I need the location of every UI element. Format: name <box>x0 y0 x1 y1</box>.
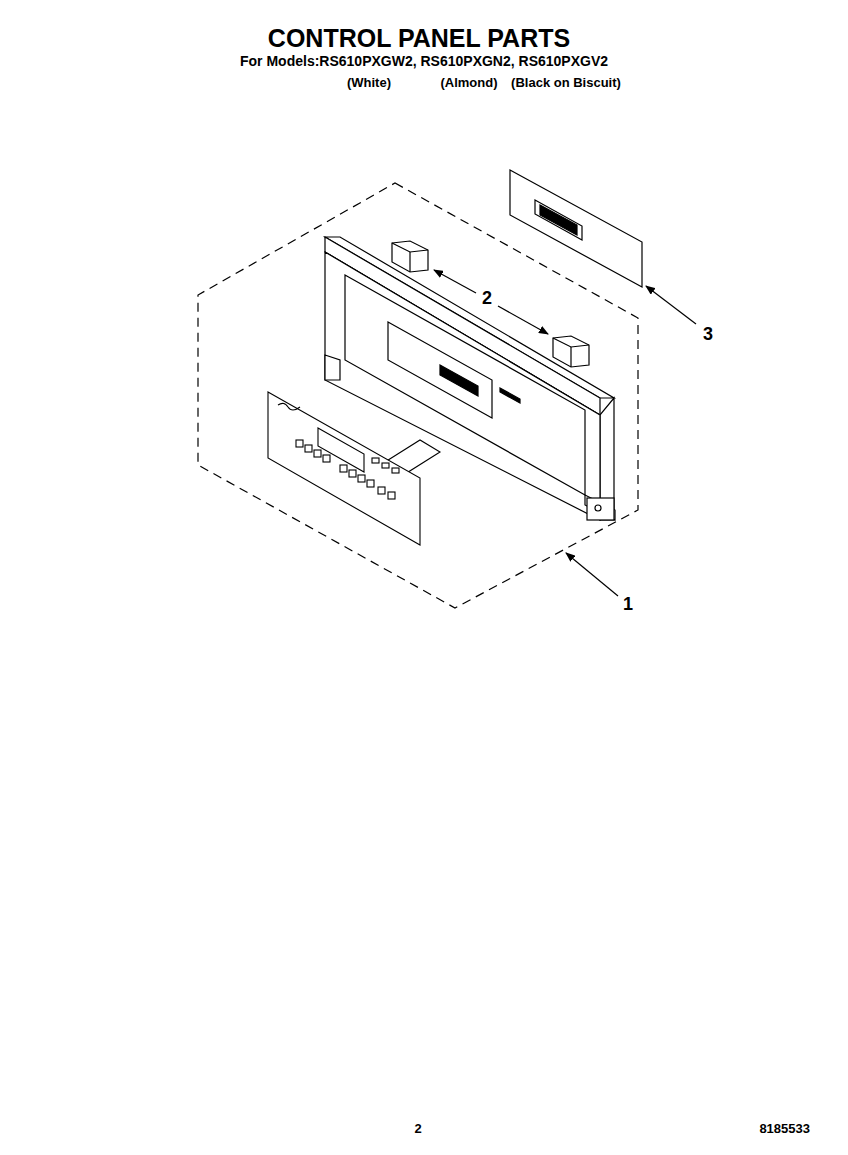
color-note: (Almond) <box>440 76 497 89</box>
callout-number: 3 <box>703 325 713 343</box>
page-number: 2 <box>414 1122 421 1135</box>
model-list: For Models:RS610PXGW2, RS610PXGN2, RS610… <box>240 54 608 68</box>
retainer-block <box>392 241 589 367</box>
page-title: CONTROL PANEL PARTS <box>268 26 570 51</box>
color-note: (White) <box>347 76 391 89</box>
leader-line <box>434 270 696 596</box>
document-number: 8185533 <box>759 1122 810 1135</box>
callout-number: 2 <box>482 289 492 307</box>
keypad-overlay <box>268 392 440 545</box>
color-note: (Black on Biscuit) <box>511 76 621 89</box>
control-board <box>510 170 642 287</box>
callout-number: 1 <box>623 595 633 613</box>
